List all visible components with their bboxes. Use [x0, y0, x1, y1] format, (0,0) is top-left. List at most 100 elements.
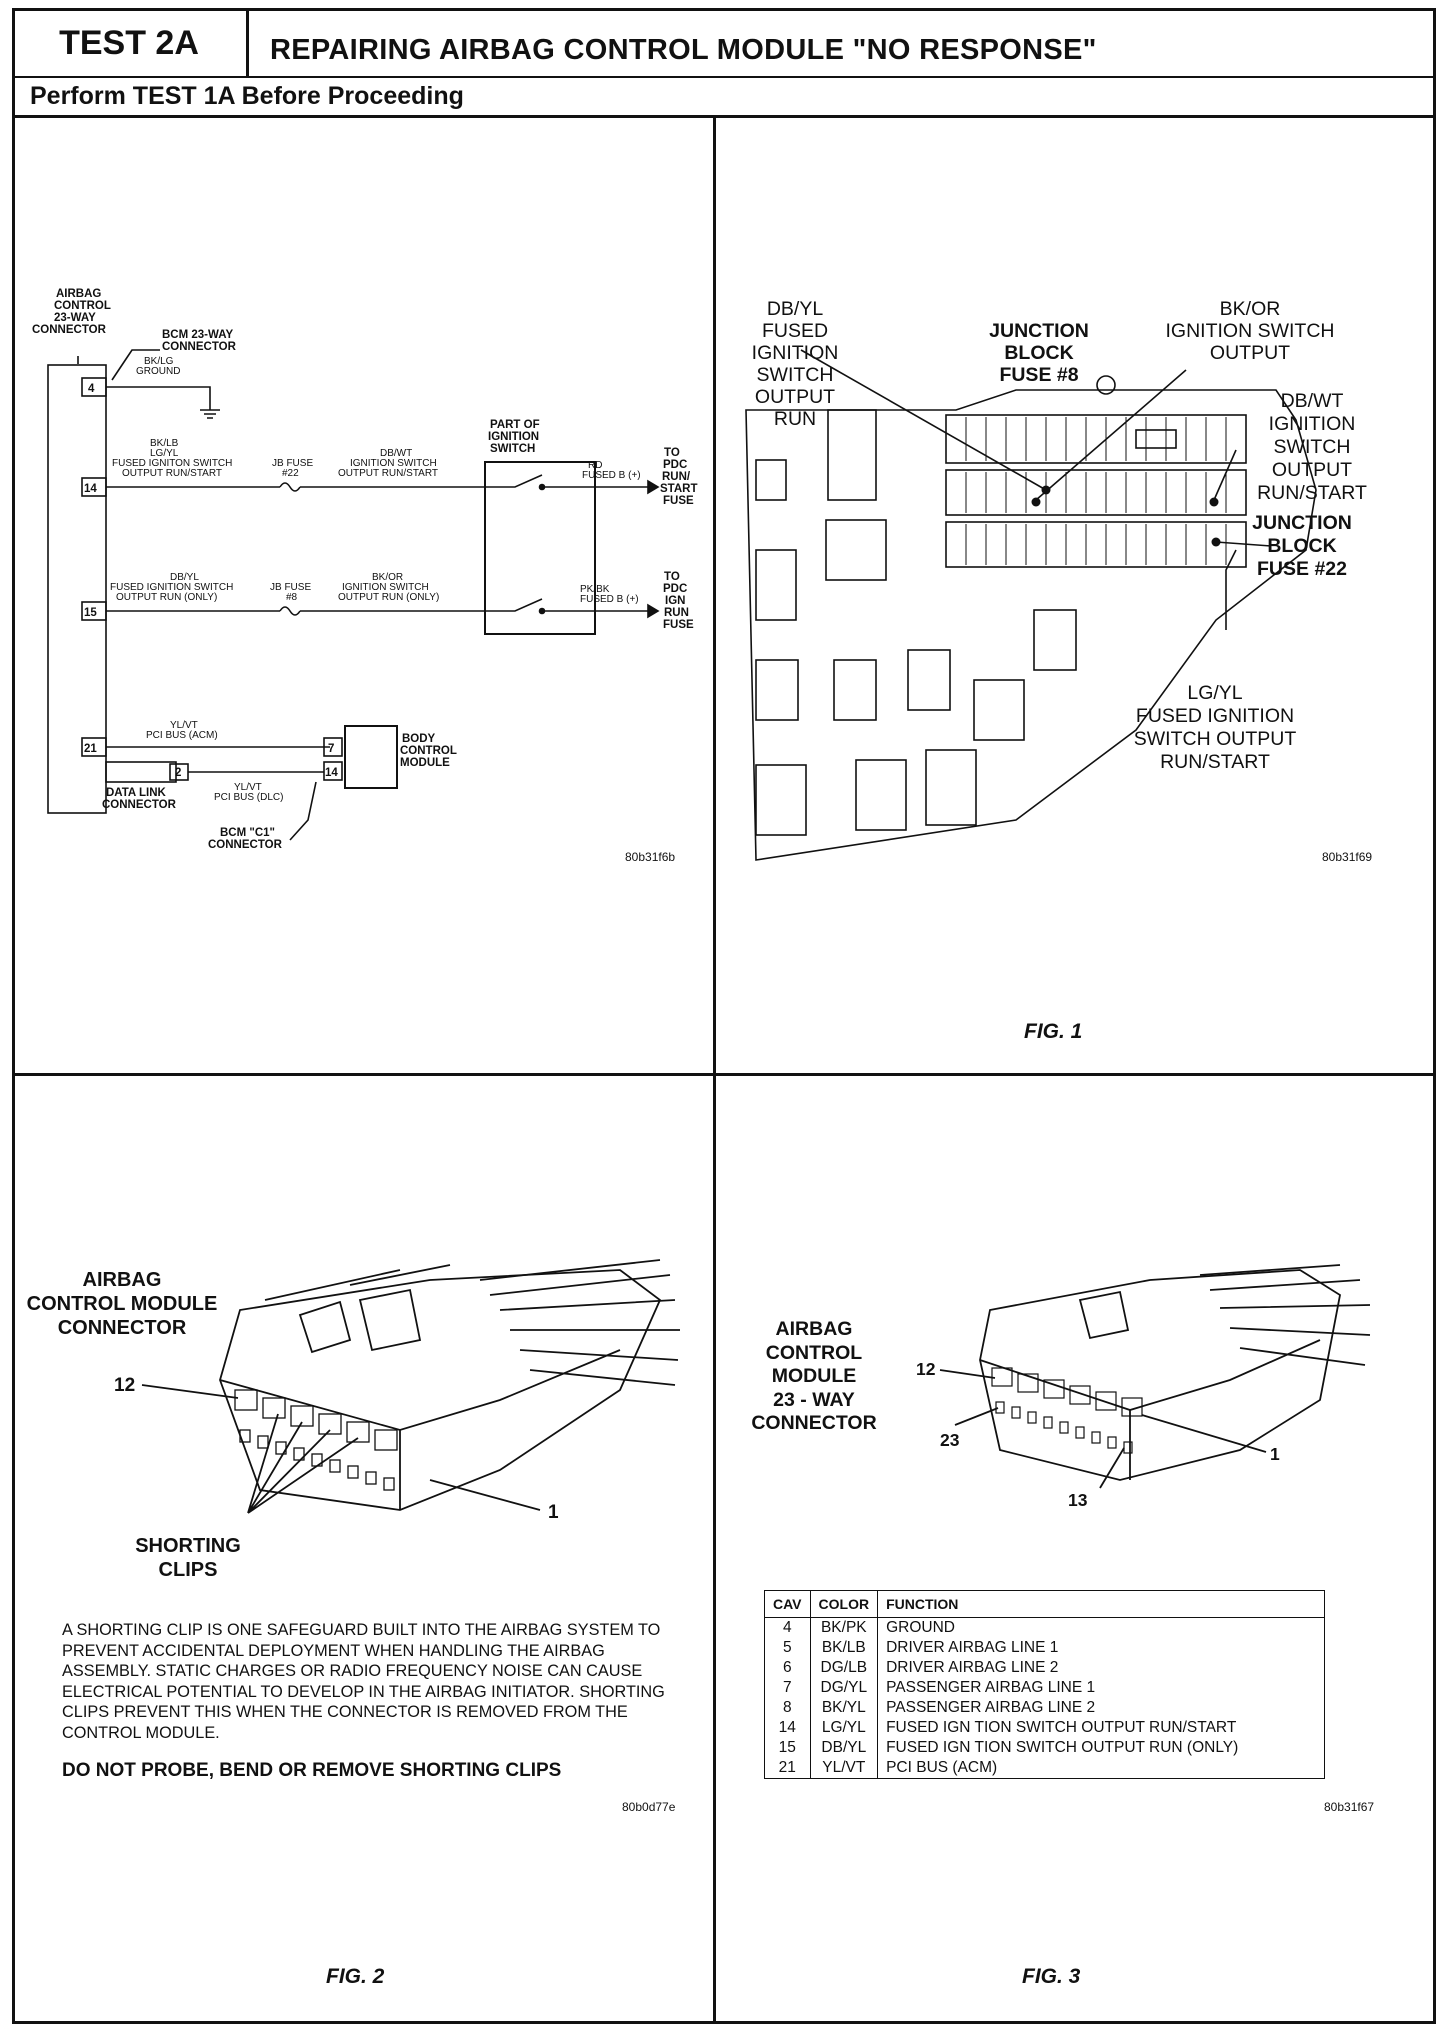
dlc-label-2: CONNECTOR: [102, 799, 177, 811]
cell-function: GROUND: [877, 1617, 1326, 1638]
pin-4: 4: [88, 383, 95, 395]
wire21-1: YL/VT: [170, 720, 198, 731]
wire15-left-1: DB/YL: [170, 572, 199, 583]
callout-dbyl-1: DB/YL: [766, 298, 824, 320]
wire14-left-3: FUSED IGNITON SWITCH: [112, 458, 232, 469]
shorting-clip-warning: A SHORTING CLIP IS ONE SAFEGUARD BUILT I…: [62, 1621, 665, 1742]
fig3-title-3: MODULE: [771, 1365, 857, 1387]
fuse22-2: #22: [282, 468, 299, 479]
callout-dbwt: DB/WT IGNITION SWITCH OUTPUT RUN/START: [1252, 390, 1372, 505]
callout-bkor-2: IGNITION SWITCH: [1165, 320, 1335, 342]
dest15-3: IGN: [665, 595, 685, 607]
airbag-connector-illustration: 12 1: [114, 1259, 680, 1523]
pin-21: 21: [84, 743, 97, 755]
panel-divider-vertical: [713, 118, 716, 2024]
callout-dbyl: DB/YL FUSED IGNITION SWITCH OUTPUT RUN: [720, 298, 870, 430]
cell-function: FUSED IGN TION SWITCH OUTPUT RUN/START: [877, 1718, 1326, 1738]
cell-function: DRIVER AIRBAG LINE 2: [877, 1658, 1326, 1678]
prerequisite-note: Perform TEST 1A Before Proceeding: [30, 82, 464, 110]
bcm-label-1: BODY: [402, 733, 436, 745]
callout-dbwt-3: SWITCH: [1273, 436, 1351, 458]
wire15-left-3: OUTPUT RUN (ONLY): [116, 592, 217, 603]
wire15-mid-3: OUTPUT RUN (ONLY): [338, 592, 439, 603]
bcm-label-2: CONTROL: [400, 745, 457, 757]
cell-cav: 6: [764, 1658, 811, 1678]
fig1-label: FIG. 1: [1024, 1020, 1083, 1043]
cell-cav: 21: [764, 1758, 811, 1779]
wire21-2: PCI BUS (ACM): [146, 730, 218, 741]
cell-function: FUSED IGN TION SWITCH OUTPUT RUN (ONLY): [877, 1738, 1326, 1758]
callout-jb22-2: BLOCK: [1267, 535, 1337, 557]
bcm-pin-14: 14: [325, 767, 338, 779]
dest14-1: TO: [664, 447, 680, 459]
fig3-label: FIG. 3: [1022, 1965, 1081, 1988]
callout-lgyl-3: SWITCH OUTPUT: [1133, 728, 1297, 750]
fig3-title-1: AIRBAG: [775, 1318, 853, 1340]
cell-function: PASSENGER AIRBAG LINE 1: [877, 1678, 1326, 1698]
callout-jb22: JUNCTION BLOCK FUSE #22: [1232, 512, 1372, 581]
acm-connector-body: [47, 364, 107, 814]
cavity-table-header: CAV COLOR FUNCTION: [764, 1590, 1326, 1618]
test-id: TEST 2A: [12, 8, 249, 76]
callout-dbyl-3: SWITCH OUTPUT: [754, 364, 836, 408]
dest15-2: PDC: [663, 583, 687, 595]
dest14-3: RUN/: [662, 471, 691, 483]
pin-15: 15: [84, 607, 97, 619]
wire14-mid-2: IGNITION SWITCH: [350, 458, 437, 469]
fuse22-1: JB FUSE: [272, 458, 313, 469]
schematic-code: 80b31f6b: [625, 850, 676, 864]
fig3-pin-13: 13: [1068, 1490, 1088, 1510]
fig2-title-2: CONTROL MODULE: [26, 1293, 218, 1315]
wiring-schematic: AIRBAG CONTROL 23-WAY CONNECTOR BCM 23-W…: [32, 288, 697, 851]
callout-dbwt-1: DB/WT: [1280, 390, 1344, 412]
callout-dbwt-4: OUTPUT: [1271, 459, 1353, 481]
cell-cav: 7: [764, 1678, 811, 1698]
ground-wire-1: BK/LG: [144, 356, 174, 367]
wire15-left-2: FUSED IGNITION SWITCH: [110, 582, 233, 593]
col-function: FUNCTION: [877, 1590, 1326, 1618]
fig3-code: 80b31f67: [1324, 1800, 1375, 1814]
wire14-right-1: RD: [588, 460, 602, 471]
wire14-mid-3: OUTPUT RUN/START: [338, 468, 438, 479]
page-frame: [12, 8, 1436, 2024]
subheader: Perform TEST 1A Before Proceeding: [12, 78, 1436, 118]
bcm-label-3: MODULE: [400, 757, 450, 769]
shorting-clips-label-1: SHORTING: [135, 1535, 241, 1557]
wire15-mid-1: BK/OR: [372, 572, 403, 583]
wire-dlc-1: YL/VT: [234, 782, 262, 793]
shorting-clip-caution: DO NOT PROBE, BEND OR REMOVE SHORTING CL…: [62, 1760, 562, 1781]
dest14-4: START: [660, 483, 697, 495]
callout-dbwt-2: IGNITION: [1268, 413, 1356, 435]
fig3-title-4: 23 - WAY: [773, 1388, 855, 1411]
acm-label-4: CONNECTOR: [32, 324, 107, 336]
fig3-pin-1: 1: [1270, 1444, 1280, 1464]
callout-dbyl-2: FUSED IGNITION: [751, 320, 839, 364]
cell-cav: 4: [764, 1617, 811, 1638]
fig2-title-3: CONNECTOR: [57, 1317, 187, 1339]
callout-dbwt-5: RUN/START: [1257, 482, 1367, 504]
callout-lgyl: LG/YL FUSED IGNITION SWITCH OUTPUT RUN/S…: [1120, 682, 1310, 774]
dest14-2: PDC: [663, 459, 687, 471]
bcm23-label-1: BCM 23-WAY: [162, 329, 233, 341]
dlc-label-1: DATA LINK: [106, 787, 167, 799]
callout-jb22-3: FUSE #22: [1257, 558, 1347, 580]
wire14-mid-1: DB/WT: [380, 448, 412, 459]
cell-cav: 15: [764, 1738, 811, 1758]
fig3-title-5: CONNECTOR: [751, 1412, 877, 1434]
callout-lgyl-1: LG/YL: [1187, 682, 1243, 704]
cell-color: BK/LB: [809, 1638, 879, 1658]
fuse8-2: #8: [286, 592, 298, 603]
fig2-title: AIRBAG CONTROL MODULE CONNECTOR: [22, 1268, 222, 1340]
bcm-c1-label-2: CONNECTOR: [208, 839, 283, 851]
col-color: COLOR: [809, 1590, 879, 1618]
bcm-pin-7: 7: [328, 743, 334, 755]
cell-color: DB/YL: [809, 1738, 879, 1758]
dest14-5: FUSE: [663, 495, 694, 507]
fig2-pin-1: 1: [548, 1502, 559, 1523]
